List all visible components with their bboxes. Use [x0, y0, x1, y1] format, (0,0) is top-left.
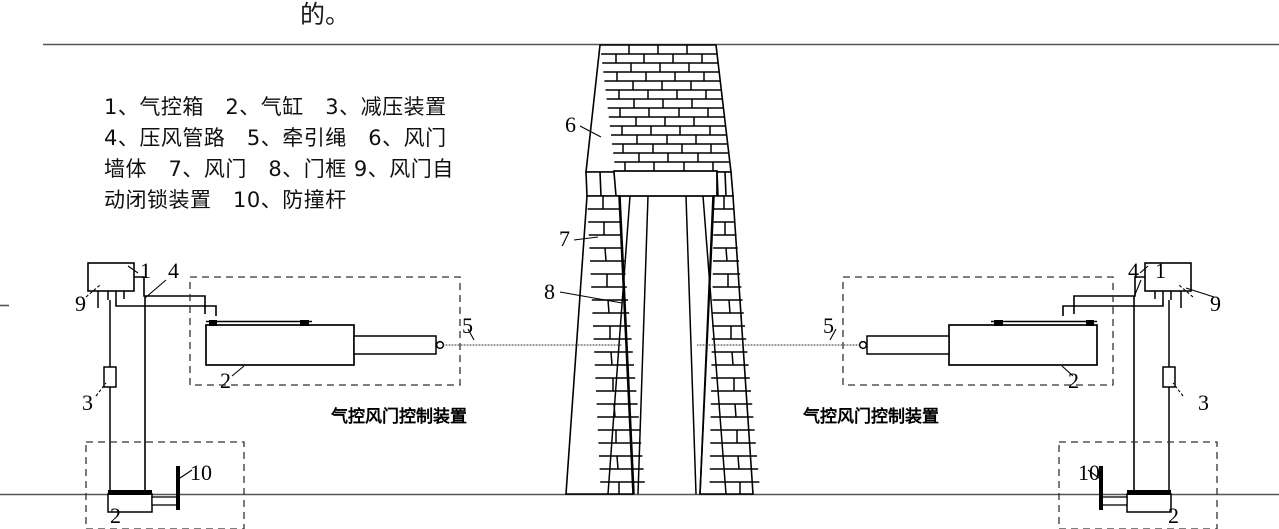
- callout-right-3: 3: [1198, 390, 1209, 415]
- left-reducer-3: [103, 366, 117, 388]
- left-air-pipe-4: [115, 276, 217, 494]
- callout-door-7: 7: [559, 226, 570, 251]
- right-bumper-cylinder-cap: [1127, 490, 1171, 495]
- document-trailing-text: 的。: [300, 0, 351, 29]
- left-bumper-bar-10: [176, 466, 180, 510]
- callout-left-3: 3: [82, 390, 93, 415]
- left-cylinder-2: [205, 324, 355, 366]
- right-device-caption: 气控风门控制装置: [803, 407, 939, 427]
- callout-left-1: 1: [140, 258, 151, 283]
- air-door-wall-structure: [565, 44, 760, 495]
- left-lock-leader: [85, 284, 101, 298]
- right-control-box-tubes: [1154, 291, 1182, 308]
- wall-right-pier-joints: [723, 196, 741, 494]
- left-bumper-rod: [151, 496, 179, 506]
- callout-right-10: 10: [1078, 460, 1100, 485]
- callout-right-4: 4: [1128, 258, 1139, 283]
- left-bumper-cylinder-cap: [108, 490, 152, 495]
- left-rod-eye: [435, 340, 445, 350]
- wall-upper-joints: [615, 45, 714, 172]
- callout-right-9: 9: [1210, 291, 1221, 316]
- left-device-dashed-box: [189, 276, 461, 386]
- callout-left-4: 4: [168, 258, 179, 283]
- door-leaf-right-inner: [685, 195, 697, 495]
- right-bumper-dashed-box: [1058, 441, 1218, 529]
- callout-left-bumper-2: 2: [110, 503, 121, 528]
- left-cylinder-ports: [209, 320, 309, 326]
- callout-right-1: 1: [1155, 258, 1166, 283]
- right-bumper-leader: [1087, 469, 1100, 479]
- left-control-box-tubes: [97, 291, 125, 308]
- door-frame-left: [619, 195, 635, 495]
- right-device-dashed-box: [842, 276, 1114, 386]
- left-device-caption: 气控风门控制装置: [331, 407, 467, 427]
- left-bumper-dashed-box: [85, 441, 245, 529]
- callout-right-2: 2: [1068, 368, 1079, 393]
- right-lock-leader: [1178, 284, 1194, 298]
- left-control-assembly: [85, 262, 622, 529]
- right-cylinder-ports: [994, 320, 1094, 326]
- right-bumper-bar-10: [1099, 466, 1103, 510]
- callout-wall-6: 6: [565, 112, 576, 137]
- left-control-box: [87, 262, 135, 292]
- right-control-box: [1144, 262, 1192, 292]
- door-lintel-beam: [613, 170, 718, 197]
- left-piston-rod: [353, 335, 437, 355]
- right-bumper-rod: [1100, 496, 1128, 506]
- callout-door-frame-8: 8: [544, 279, 555, 304]
- wall-right-pier-courses: [709, 208, 760, 483]
- left-bumper-leader: [179, 469, 193, 479]
- callout-left-9: 9: [75, 291, 86, 316]
- left-reducer-leader: [95, 382, 107, 397]
- right-cylinder-2: [948, 324, 1098, 366]
- wall-upper-courses: [601, 53, 731, 163]
- callout-leaders: [127, 125, 1215, 377]
- callout-left-10: 10: [190, 460, 212, 485]
- right-bumper-cylinder-2: [1126, 493, 1172, 513]
- right-reducer-leader: [1172, 382, 1184, 397]
- callout-right-5: 5: [823, 313, 834, 338]
- right-rod-eye: [858, 340, 868, 350]
- legend-block: 1、气控箱 2、气缸 3、减压装置 4、压风管路 5、牵引绳 6、风门 墙体 7…: [104, 95, 454, 212]
- right-piston-rod: [866, 335, 950, 355]
- callout-left-5: 5: [462, 313, 473, 338]
- right-reducer-3: [1162, 366, 1176, 388]
- callout-left-2: 2: [220, 368, 231, 393]
- right-control-assembly: [697, 262, 1218, 529]
- callout-right-bumper-2: 2: [1168, 503, 1179, 528]
- door-leaf-left-inner: [637, 195, 649, 495]
